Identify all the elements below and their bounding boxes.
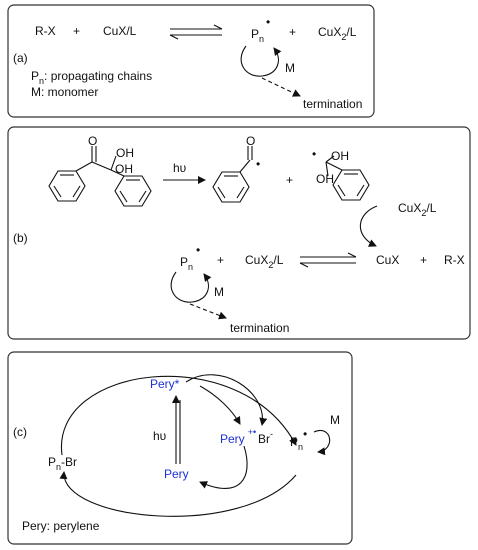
legend-m: M: monomer [31, 85, 98, 99]
panel-a: R-X + CuX/L Pn • + CuX2/L M termination … [7, 4, 375, 118]
monomer-label: M [214, 285, 224, 299]
activation-arrow [61, 375, 297, 456]
deactivator-cux2-l: CuX2/L [245, 253, 284, 270]
regeneration-arrow [199, 445, 248, 489]
initiator-rx: R-X [444, 253, 465, 267]
radical-dot: • [266, 15, 270, 29]
electron-transfer-arrow [185, 374, 268, 426]
monomer-label: M [285, 61, 295, 75]
legend-perylene: Pery: perylene [22, 519, 100, 533]
electron-transfer-arrow [199, 385, 241, 425]
propagation-loop-arrow [170, 271, 212, 303]
light-hv: hυ [173, 161, 186, 175]
perylene-radical-cation: Pery+• [220, 427, 256, 446]
excited-perylene: Pery* [150, 377, 180, 391]
plus-sign: + [420, 253, 427, 267]
carbonyl-o: O [246, 134, 255, 148]
panel-b: O OH OH hυ O • + • OH OH [7, 126, 471, 340]
carbonyl-o: O [88, 134, 97, 148]
propagating-chain: Pn [290, 435, 303, 452]
propagation-loop-arrow [240, 45, 282, 77]
reduction-arrow [359, 205, 378, 247]
reactant-rx: R-X [35, 24, 56, 38]
ketyl-radical-structure [325, 155, 370, 201]
radical-dot: • [303, 427, 307, 441]
panel-tag-a: (a) [13, 51, 28, 65]
perylene-ground: Pery [164, 467, 189, 481]
panel-tag-b: (b) [13, 231, 28, 245]
plus-sign: + [73, 24, 80, 38]
light-hv: hυ [153, 429, 166, 443]
deactivator-cux2-l: CuX2/L [318, 25, 357, 42]
deactivator-cux2-l: CuX2/L [398, 201, 437, 218]
propagating-chain: Pn [251, 27, 264, 44]
propagation-loop-arrow [313, 429, 331, 456]
photoinitiator-structure [48, 146, 152, 207]
equilibrium-arrows [169, 24, 223, 40]
monomer-label: M [330, 413, 340, 427]
catalyst-cux-l: CuX/L [103, 24, 137, 38]
termination-label: termination [230, 321, 289, 335]
bromide-anion: Br- [258, 429, 273, 446]
plus-sign: + [286, 173, 293, 187]
plus-sign: + [217, 253, 224, 267]
hydroxyl-label: OH [316, 172, 334, 186]
hydroxyl-label: OH [116, 146, 134, 160]
hydroxyl-label: OH [331, 149, 349, 163]
panel-tag-c: (c) [13, 425, 27, 439]
benzoyl-radical-structure [212, 146, 253, 203]
dormant-chain-pn-br: Pn-Br [48, 455, 77, 472]
radical-dot: • [256, 157, 260, 171]
plus-sign: + [289, 25, 296, 39]
radical-dot: • [312, 147, 316, 161]
panel-c: Pn-Br Pery* hυ Pery Pery+• Br- Pn • M (c… [7, 351, 353, 545]
legend-pn: Pn: propagating chains [31, 69, 152, 86]
deactivation-arrow [59, 471, 297, 517]
radical-dot: • [196, 243, 200, 257]
catalyst-cux: CuX [376, 253, 399, 267]
hydroxyl-label: OH [115, 162, 133, 176]
termination-arrow [261, 77, 301, 97]
equilibrium-arrows [299, 252, 357, 268]
propagating-chain: Pn [180, 255, 193, 272]
termination-label: termination [303, 97, 362, 111]
